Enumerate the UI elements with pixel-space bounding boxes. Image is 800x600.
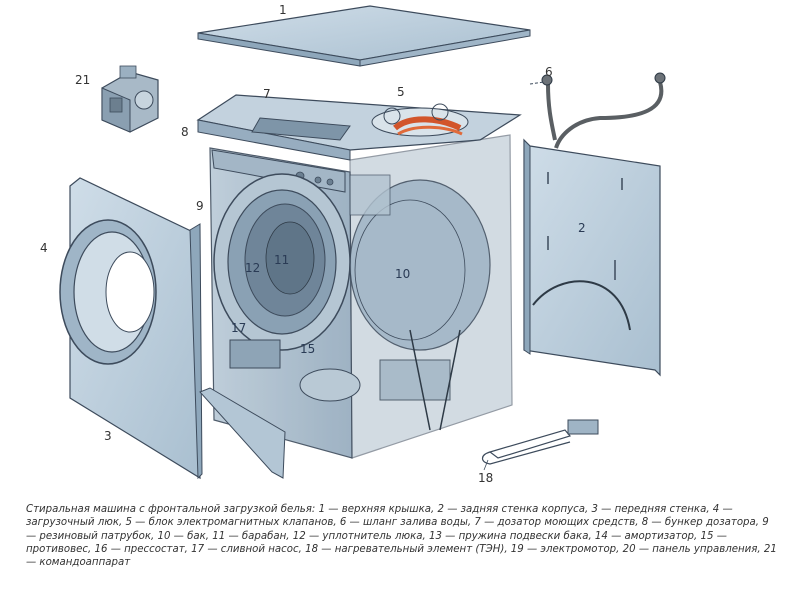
heating-element <box>481 419 599 471</box>
top-cover <box>197 5 531 67</box>
loading-hatch <box>59 219 157 365</box>
command-unit <box>101 65 159 133</box>
label-6: 6 <box>545 65 553 79</box>
label-9: 9 <box>196 199 204 213</box>
label-3: 3 <box>104 429 112 443</box>
label-11: 11 <box>274 253 289 267</box>
drum <box>244 203 326 317</box>
label-2: 2 <box>578 221 586 235</box>
label-18: 18 <box>478 471 493 485</box>
label-15: 15 <box>300 342 315 356</box>
label-7: 7 <box>263 87 271 101</box>
label-1: 1 <box>279 3 287 17</box>
counterweight-and-pump <box>229 329 461 431</box>
label-4: 4 <box>40 241 48 255</box>
rear-wall <box>523 138 661 377</box>
solenoid-valve-block <box>371 103 469 137</box>
water-inlet-hose <box>529 72 666 149</box>
label-17: 17 <box>231 321 246 335</box>
plinth-panel <box>199 387 286 479</box>
label-10: 10 <box>395 267 410 281</box>
label-5: 5 <box>397 85 405 99</box>
label-21: 21 <box>75 73 90 87</box>
label-12: 12 <box>245 261 260 275</box>
diagram-caption: Стиральная машина с фронтальной загрузко… <box>26 504 777 569</box>
label-8: 8 <box>181 125 189 139</box>
